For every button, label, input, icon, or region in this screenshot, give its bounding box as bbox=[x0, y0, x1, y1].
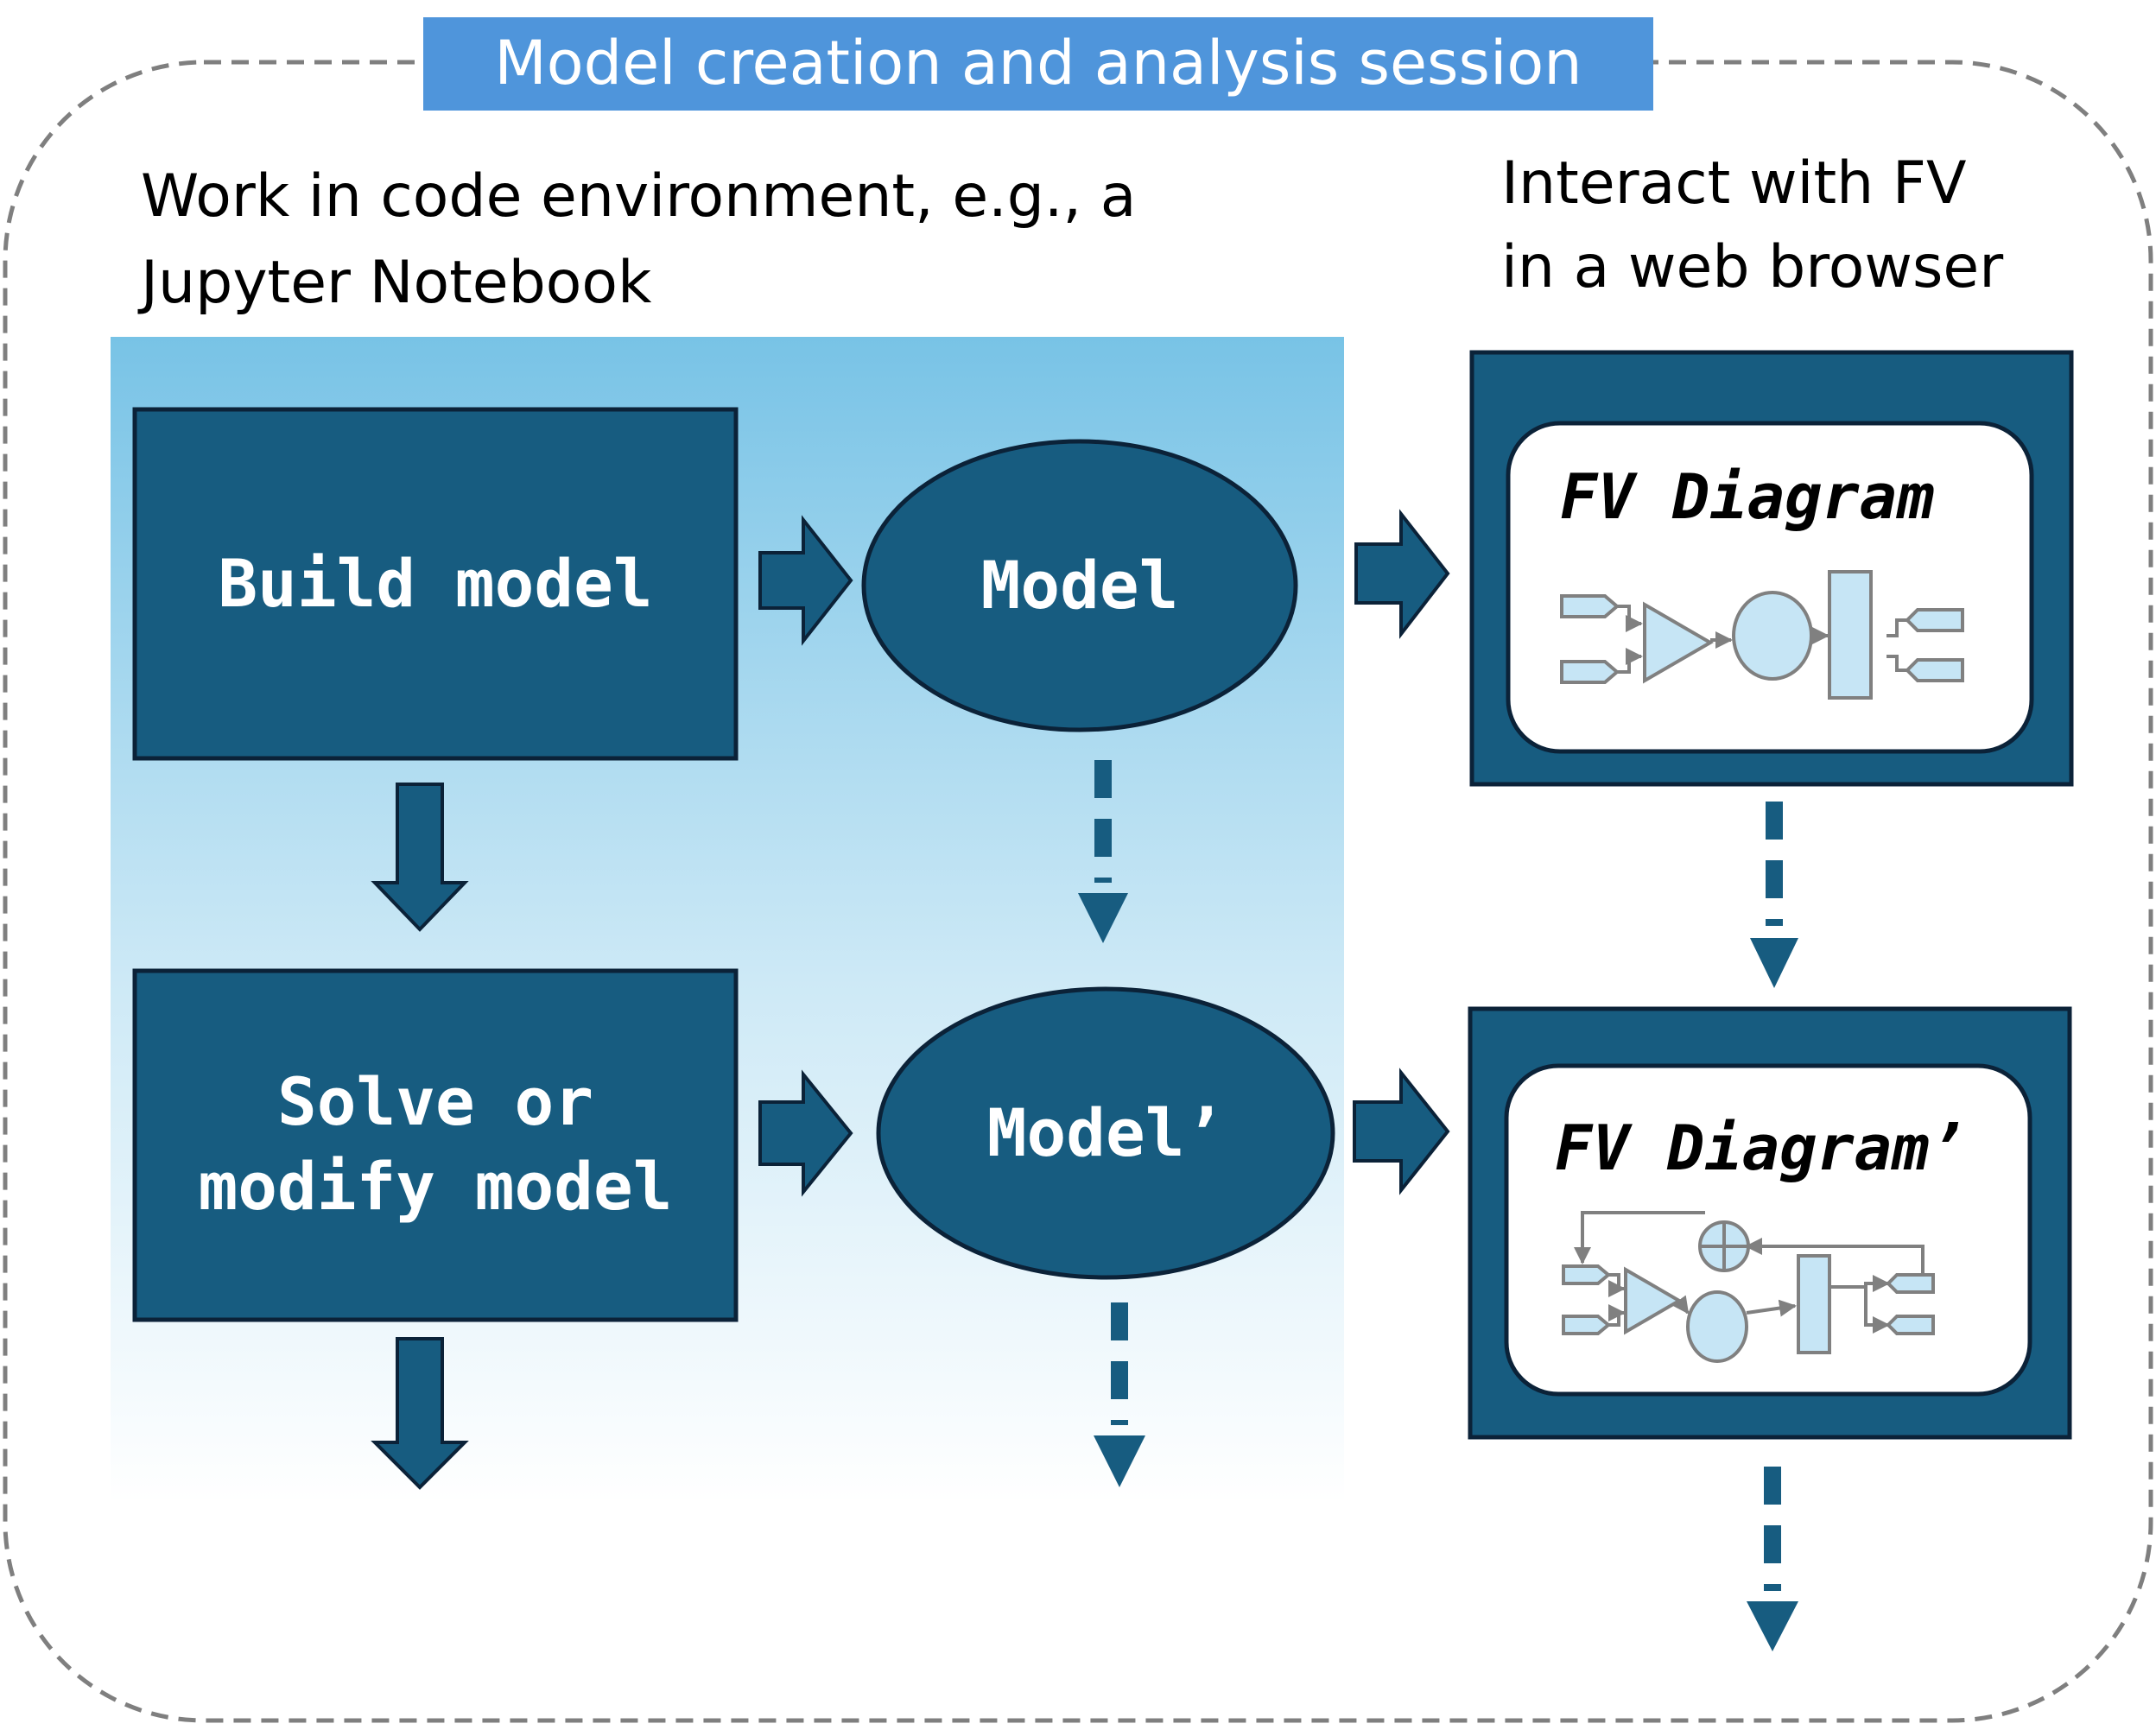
solve-modify-box bbox=[132, 968, 739, 1322]
mini-stream bbox=[1746, 1299, 1797, 1317]
mini-stream bbox=[1608, 1273, 1626, 1297]
mini-recycle-stream bbox=[1745, 1238, 1925, 1283]
mini-stream bbox=[1864, 1287, 1890, 1334]
arrow-solve-to-model-prime bbox=[758, 1069, 853, 1197]
dashed-arrow-model-down bbox=[1078, 760, 1128, 943]
mini-product-icon bbox=[1905, 658, 1964, 682]
mini-stream bbox=[1829, 1275, 1890, 1292]
model-ellipse bbox=[861, 439, 1298, 732]
browser-caption-line1: Interact with FV bbox=[1501, 149, 1966, 218]
code-env-caption-line2: Jupyter Notebook bbox=[137, 249, 652, 317]
fv-diagram-prime-label: FV Diagram’ bbox=[1555, 1112, 1967, 1184]
mini-flash-icon bbox=[1828, 570, 1873, 700]
mini-product-icon bbox=[1886, 1315, 1935, 1335]
fv-mini-flowsheet-prime bbox=[1562, 1211, 1935, 1363]
model-prime-label: Model’ bbox=[987, 1094, 1225, 1171]
session-title-banner bbox=[423, 17, 1653, 111]
mini-product-icon bbox=[1905, 608, 1964, 632]
model-label: Model bbox=[981, 547, 1179, 624]
solve-modify-label-line1: Solve or bbox=[277, 1063, 593, 1140]
build-model-box bbox=[132, 407, 739, 761]
mini-stream bbox=[1886, 655, 1909, 672]
mini-stream bbox=[1886, 618, 1909, 637]
session-title: Model creation and analysis session bbox=[494, 28, 1582, 98]
mini-feed-icon bbox=[1562, 1315, 1612, 1335]
code-env-caption-line1: Work in code environment, e.g., a bbox=[141, 162, 1136, 231]
mini-product-icon bbox=[1886, 1273, 1935, 1294]
model-prime-ellipse bbox=[876, 986, 1335, 1280]
mini-flash-icon bbox=[1797, 1254, 1831, 1354]
build-model-label: Build model bbox=[218, 545, 652, 622]
mini-mixer-icon bbox=[1643, 601, 1714, 684]
arrow-build-to-solve bbox=[371, 783, 469, 932]
arrow-solve-down bbox=[371, 1337, 469, 1490]
mini-stream bbox=[1617, 648, 1643, 674]
arrow-model-prime-to-fv-diagram-prime bbox=[1353, 1068, 1450, 1195]
mini-feed-icon bbox=[1562, 1264, 1612, 1285]
mini-stream bbox=[1617, 605, 1643, 632]
mini-feed-icon bbox=[1560, 594, 1620, 618]
dashed-arrow-model-prime-down bbox=[1094, 1302, 1145, 1487]
solve-modify-label-line2: modify model bbox=[198, 1148, 672, 1225]
browser-caption-line2: in a web browser bbox=[1501, 233, 2003, 301]
arrow-build-to-model bbox=[758, 515, 853, 646]
dashed-arrow-fv-diagram-down bbox=[1750, 802, 1798, 988]
mini-stream bbox=[1608, 1304, 1626, 1327]
mini-reactor-icon bbox=[1732, 591, 1813, 681]
mini-stream bbox=[1671, 1295, 1690, 1315]
mini-recycle-stream bbox=[1574, 1211, 1705, 1264]
dashed-arrow-fv-diagram-prime-down bbox=[1747, 1467, 1798, 1651]
fv-mini-flowsheet bbox=[1560, 570, 1964, 700]
mini-reactor-icon bbox=[1686, 1290, 1748, 1363]
arrow-model-to-fv-diagram bbox=[1354, 509, 1450, 639]
mini-mixer-icon bbox=[1624, 1266, 1683, 1335]
mini-feed-icon bbox=[1560, 660, 1620, 684]
fv-diagram-label: FV Diagram bbox=[1560, 460, 1934, 533]
